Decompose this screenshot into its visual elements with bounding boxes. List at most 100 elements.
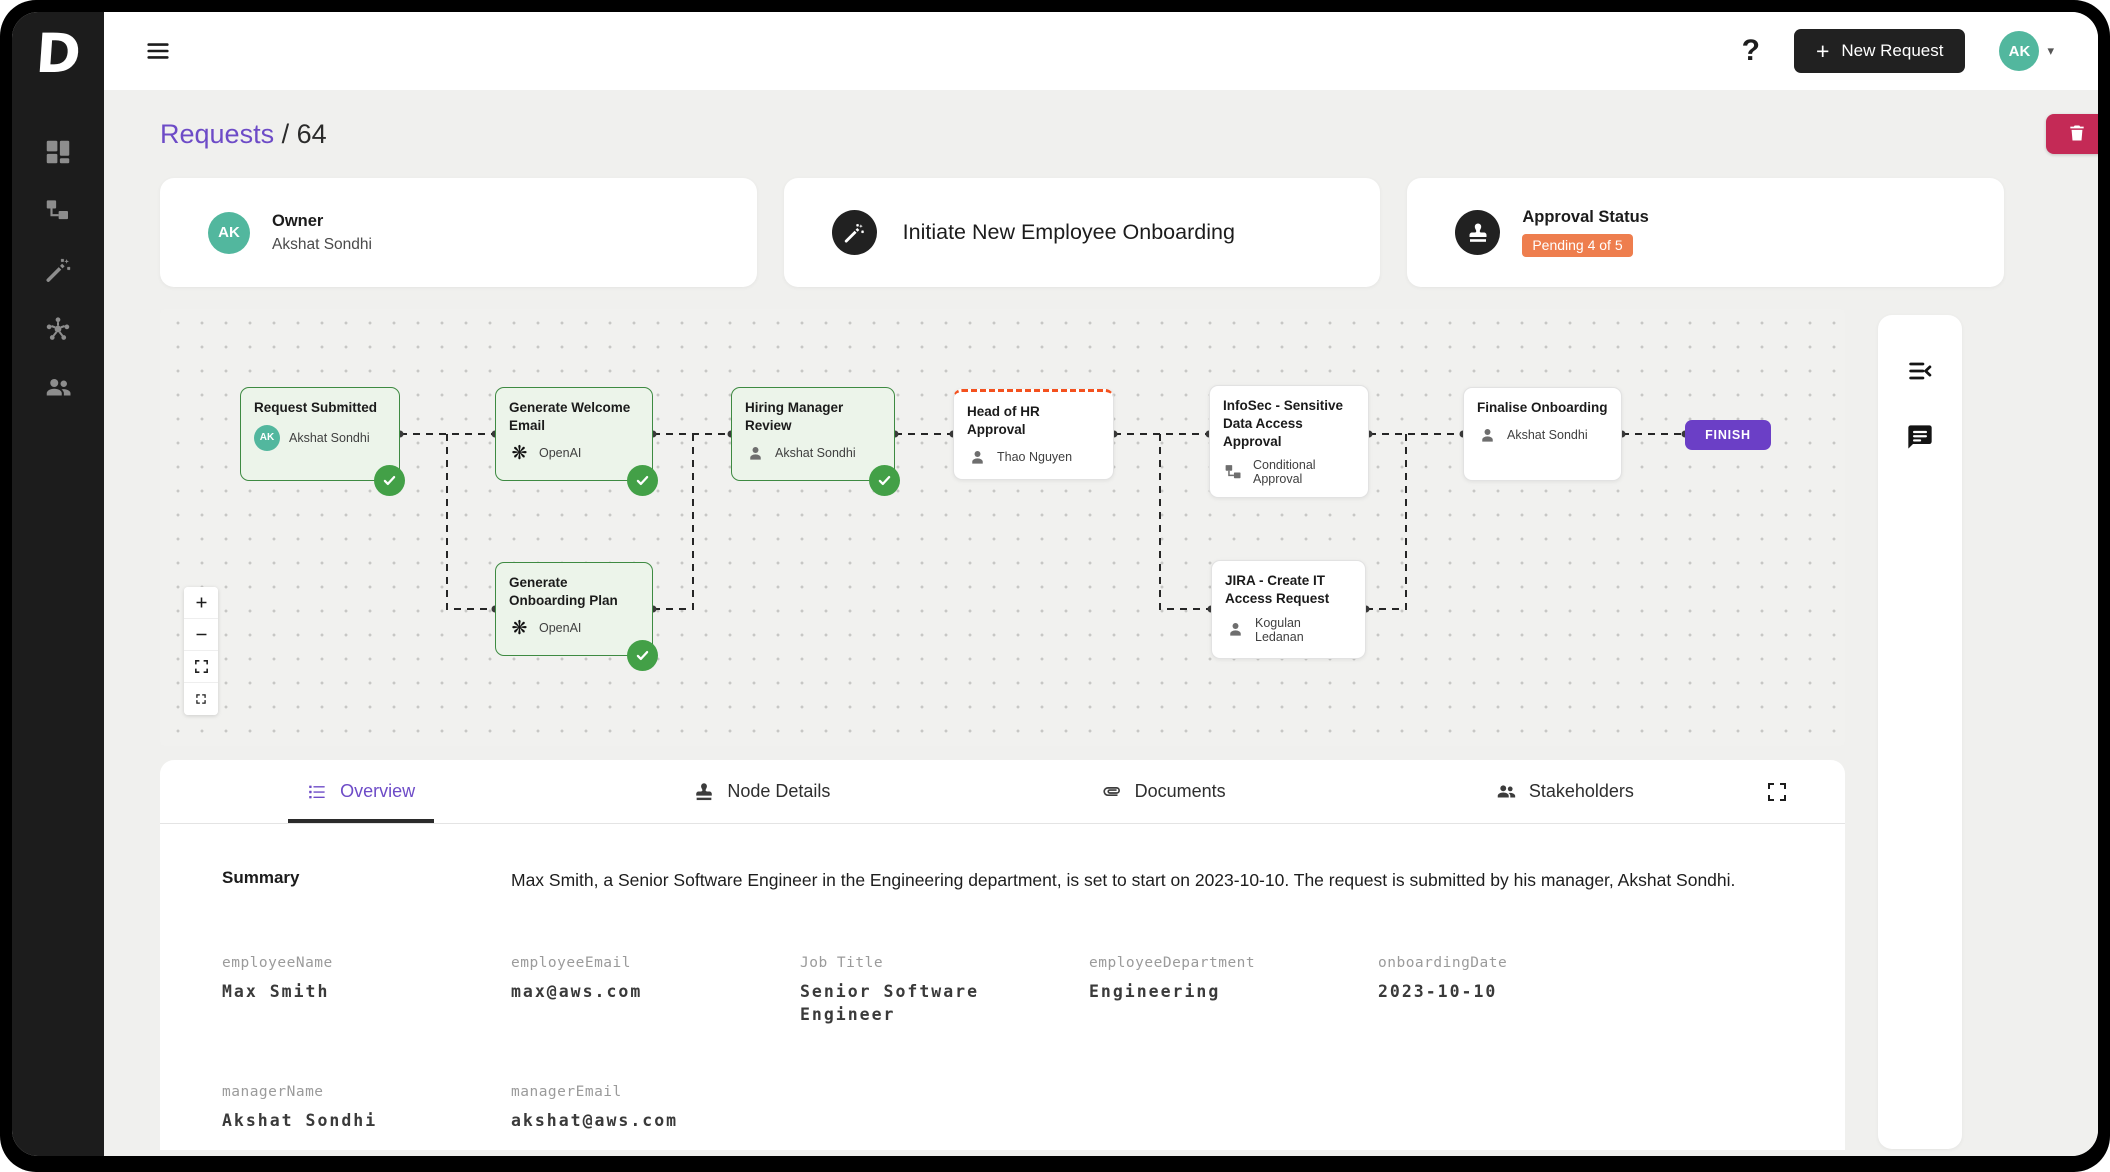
field-value: Akshat Sondhi — [222, 1110, 378, 1130]
canvas-control-fit-view[interactable] — [184, 651, 218, 683]
workflow-card: Initiate New Employee Onboarding — [783, 178, 1381, 287]
tab-documents[interactable]: Documents — [963, 760, 1364, 823]
field-label: Job Title — [800, 955, 884, 972]
people-icon — [1495, 781, 1517, 803]
panel-collapse-icon[interactable] — [1906, 357, 1934, 385]
hamburger-menu-icon[interactable] — [144, 37, 172, 65]
check-icon — [869, 465, 900, 496]
canvas-control-plus[interactable] — [184, 587, 218, 619]
content: Requests / 64 AK Owner Akshat Sondhi — [104, 90, 2098, 1156]
workflow-node[interactable]: Generate Onboarding Plan❋OpenAI — [495, 562, 658, 671]
summary-text: Max Smith, a Senior Software Engineer in… — [511, 870, 1736, 890]
tab-label: Stakeholders — [1528, 781, 1634, 801]
app: D ? + New Request AK ▾ — [12, 12, 2098, 1156]
node-title: Generate Welcome Email — [509, 400, 631, 433]
node-assignee: Kogulan Ledanan — [1225, 616, 1352, 644]
assignee-name: Akshat Sondhi — [1507, 428, 1588, 443]
fullscreen-icon[interactable] — [1765, 780, 1789, 804]
plus-icon: + — [1815, 38, 1830, 64]
canvas-control-minus[interactable] — [184, 619, 218, 651]
sidebar-item-tree[interactable] — [43, 196, 73, 226]
assignee-avatar: AK — [254, 424, 280, 451]
finish-node-button[interactable]: FINISH — [1685, 420, 1771, 450]
openai-icon: ❋ — [511, 441, 528, 464]
sidebar-item-dashboard[interactable] — [43, 137, 73, 167]
field-label: employeeEmail — [511, 955, 631, 972]
avatar[interactable]: AK — [1999, 31, 2040, 71]
sidebar: D — [12, 12, 104, 1156]
assignee-name: Conditional Approval — [1253, 458, 1316, 487]
hub-icon — [43, 314, 73, 344]
assignee-name: OpenAI — [539, 621, 582, 636]
owner-avatar: AK — [208, 211, 250, 254]
node-title: InfoSec - Sensitive Data Access Approval — [1223, 398, 1344, 449]
sidebar-item-people[interactable] — [43, 373, 73, 403]
node-assignee: Akshat Sondhi — [745, 443, 881, 464]
user-menu[interactable]: AK ▾ — [1999, 31, 2054, 71]
chevron-down-icon[interactable]: ▾ — [2047, 43, 2054, 58]
field-value: max@aws.com — [511, 982, 643, 1002]
list-icon — [306, 781, 328, 803]
side-tools-panel — [1878, 315, 1962, 1149]
new-request-button[interactable]: + New Request — [1793, 29, 1966, 73]
assignee-name: Thao Nguyen — [997, 450, 1073, 465]
approval-status-badge: Pending 4 of 5 — [1522, 234, 1633, 257]
dashboard-icon — [43, 137, 73, 167]
assignee-name: Akshat Sondhi — [775, 446, 856, 461]
assignee-name: Akshat Sondhi — [289, 430, 370, 445]
canvas-control-frame[interactable] — [184, 683, 218, 715]
tab-label: Overview — [340, 781, 416, 801]
person-icon — [745, 443, 766, 464]
workflow-node[interactable]: InfoSec - Sensitive Data Access Approval… — [1209, 385, 1369, 499]
sidebar-item-hub[interactable] — [43, 314, 73, 344]
field-employeeEmail: employeeEmail max@aws.com — [511, 955, 800, 1026]
node-title: Request Submitted — [254, 400, 378, 415]
help-button[interactable]: ? — [1741, 34, 1760, 67]
openai-icon: ❋ — [511, 616, 528, 639]
field-value: Engineering — [1089, 982, 1221, 1002]
tab-stakeholders[interactable]: Stakeholders — [1364, 760, 1765, 823]
field-value: Max Smith — [222, 982, 330, 1002]
workflow-node[interactable]: Generate Welcome Email❋OpenAI — [495, 387, 658, 496]
workflow-edges — [396, 430, 1689, 613]
owner-card-title: Owner — [272, 211, 324, 230]
topbar-right: ? + New Request AK ▾ — [1742, 29, 2054, 73]
app-logo: D — [33, 22, 83, 85]
tab-overview[interactable]: Overview — [160, 760, 561, 823]
field-label: employeeName — [222, 955, 333, 972]
owner-card: AK Owner Akshat Sondhi — [160, 178, 757, 287]
panel-chat-icon[interactable] — [1906, 423, 1934, 451]
person-icon — [967, 447, 988, 468]
delete-request-button[interactable] — [2046, 114, 2098, 154]
sidebar-nav — [43, 137, 73, 403]
tree-icon — [43, 196, 73, 226]
node-assignee: Akshat Sondhi — [1477, 425, 1608, 446]
owner-card-name: Akshat Sondhi — [272, 235, 372, 253]
check-icon — [627, 640, 658, 671]
summary-row: Summary Max Smith, a Senior Software Eng… — [222, 868, 1785, 893]
approval-status-title: Approval Status — [1522, 208, 1649, 226]
node-assignee: ❋ OpenAI — [509, 618, 639, 639]
breadcrumb-separator: / — [274, 118, 297, 149]
tab-node-details[interactable]: Node Details — [561, 760, 962, 823]
sidebar-item-wand[interactable] — [43, 255, 73, 285]
node-title: JIRA - Create IT Access Request — [1225, 573, 1330, 606]
breadcrumb-requests-link[interactable]: Requests — [160, 118, 275, 149]
